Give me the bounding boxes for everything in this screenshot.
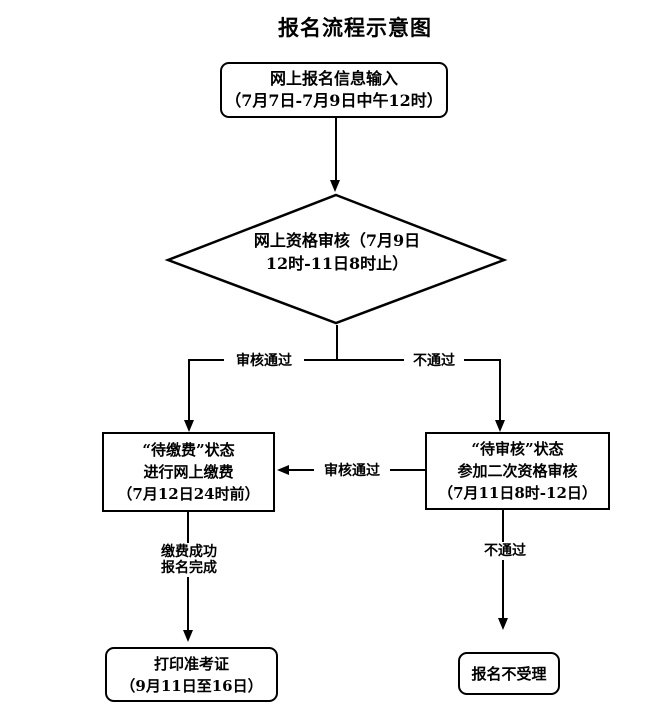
connector-start-to-decision — [335, 118, 337, 182]
connector-branch-rail — [189, 359, 501, 361]
recheck-line1: “待审核”状态 — [471, 440, 564, 458]
arrowhead-down-icon — [330, 180, 340, 192]
node-registration-rejected: 报名不受理 — [458, 652, 560, 695]
diagram-title: 报名流程示意图 — [278, 16, 432, 40]
node-pending-review: “待审核”状态 参加二次资格审核 （7月11日8时-12日） — [425, 432, 610, 510]
pay-done-line2: 报名完成 — [161, 560, 217, 576]
connector-recheck-to-reject — [502, 510, 504, 618]
arrowhead-down-icon — [183, 630, 193, 642]
decision-line1: 网上资格审核（7月9日 — [253, 231, 421, 250]
edge-label-branch-fail: 不通过 — [404, 352, 464, 370]
decision-text: 网上资格审核（7月9日 12时-11日8时止） — [209, 229, 465, 275]
decision-diamond — [164, 193, 508, 325]
recheck-line2: 参加二次资格审核 — [457, 462, 578, 480]
edge-label-branch-pass: 审核通过 — [224, 352, 304, 370]
arrowhead-down-icon — [498, 618, 508, 630]
arrowhead-left-icon — [277, 465, 289, 475]
edge-label-pay-done: 缴费成功 报名完成 — [150, 543, 228, 577]
decision-line2: 12时-11日8时止） — [265, 254, 409, 273]
print-line1: 打印准考证 — [153, 654, 229, 673]
arrowhead-down-icon — [495, 420, 505, 432]
pay-done-line1: 缴费成功 — [161, 544, 217, 560]
pay-line3: （7月12日24时前） — [117, 485, 260, 503]
arrowhead-down-icon — [184, 420, 194, 432]
connector-branch-to-recheck — [499, 359, 501, 421]
recheck-line3: （7月11日8时-12日） — [438, 484, 597, 502]
start-line2: （7月7日-7月9日中午12时） — [225, 91, 443, 110]
connector-decision-stub — [336, 325, 338, 361]
start-line1: 网上报名信息输入 — [269, 69, 398, 88]
pay-line2: 进行网上缴费 — [143, 463, 234, 481]
node-pending-payment: “待缴费”状态 进行网上缴费 （7月12日24时前） — [102, 432, 275, 512]
node-print-admission-ticket: 打印准考证 （9月11日至16日） — [105, 647, 278, 702]
print-line2: （9月11日至16日） — [120, 676, 263, 695]
node-online-registration-input: 网上报名信息输入 （7月7日-7月9日中午12时） — [220, 62, 448, 118]
edge-label-recheck-fail: 不通过 — [478, 542, 532, 560]
reject-line1: 报名不受理 — [471, 664, 547, 683]
edge-label-recheck-pass: 审核通过 — [314, 462, 390, 480]
pay-line1: “待缴费”状态 — [142, 441, 235, 459]
connector-branch-to-pay — [188, 359, 190, 421]
